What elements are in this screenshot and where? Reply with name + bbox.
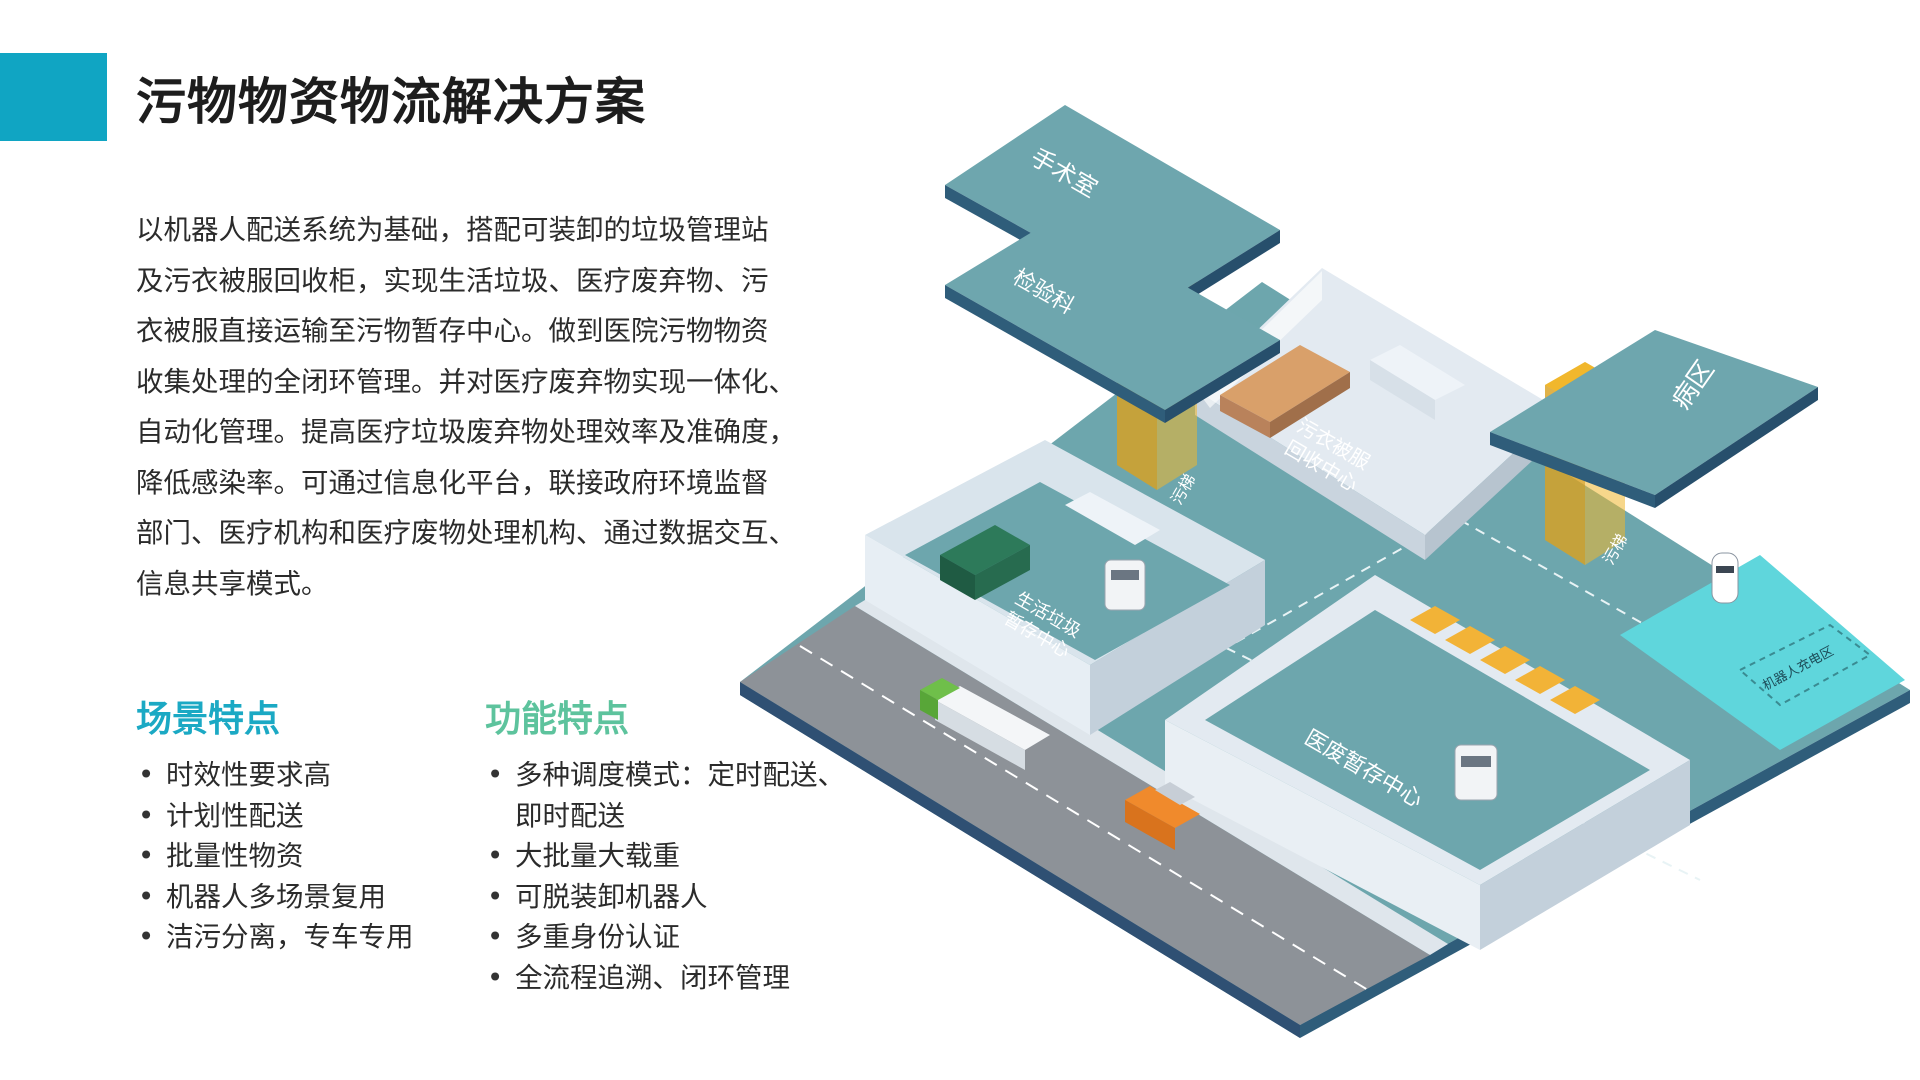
description-paragraph: 以机器人配送系统为基础，搭配可装卸的垃圾管理站 及污衣被服回收柜，实现生活垃圾、… <box>136 205 826 609</box>
laundry-cart-icon <box>1220 345 1465 438</box>
domestic-waste-room-walls <box>865 440 1265 735</box>
list-item: 计划性配送 <box>136 796 414 837</box>
description-line: 衣被服直接运输至污物暂存中心。做到医院污物物资 <box>136 315 769 347</box>
description-line: 自动化管理。提高医疗垃圾废弃物处理效率及准确度， <box>136 416 796 448</box>
list-item: 多种调度模式：定时配送、即时配送 <box>485 755 865 836</box>
list-item: 机器人多场景复用 <box>136 877 414 918</box>
hospital-logistics-isometric-map: 机器人充电区 手术室 检验科 病区 污衣被服 回收中心 <box>740 105 1910 1038</box>
laundry-room-walls <box>1195 268 1560 560</box>
description-line: 以机器人配送系统为基础，搭配可装卸的垃圾管理站 <box>136 214 769 246</box>
function-features-heading: 功能特点 <box>485 699 630 740</box>
description-line: 降低感染率。可通过信息化平台，联接政府环境监督 <box>136 466 769 499</box>
scene-features-heading: 场景特点 <box>136 699 281 740</box>
description-line: 收集处理的全闭环管理。并对医疗废弃物实现一体化、 <box>136 365 796 398</box>
robot-charging-area: 机器人充电区 <box>1620 555 1905 750</box>
list-item: 全流程追溯、闭环管理 <box>485 958 865 999</box>
list-item: 多重身份认证 <box>485 917 865 958</box>
floor-lab: 检验科 <box>945 215 1280 423</box>
list-item: 时效性要求高 <box>136 755 414 796</box>
trash-bin-icon <box>940 492 1160 600</box>
page-title: 污物物资物流解决方案 <box>136 73 646 131</box>
title-accent-bar <box>0 53 107 141</box>
description-line: 信息共享模式。 <box>136 567 329 600</box>
floor-ward: 病区 <box>1490 330 1818 508</box>
medical-waste-room-walls <box>1165 575 1690 950</box>
list-item: 洁污分离，专车专用 <box>136 917 414 958</box>
list-item: 可脱装卸机器人 <box>485 877 865 918</box>
delivery-robot-icon <box>1104 552 1739 801</box>
road <box>740 594 1448 1038</box>
description-line: 部门、医疗机构和医疗废物处理机构、通过数据交互、 <box>136 517 796 549</box>
function-features-list: 多种调度模式：定时配送、即时配送 大批量大载重 可脱装卸机器人 多重身份认证 全… <box>485 755 865 998</box>
waste-cart-icon <box>1410 606 1600 714</box>
list-item: 大批量大载重 <box>485 836 865 877</box>
scene-features-list: 时效性要求高 计划性配送 批量性物资 机器人多场景复用 洁污分离，专车专用 <box>136 755 414 958</box>
list-item: 批量性物资 <box>136 836 414 877</box>
description-line: 及污衣被服回收柜，实现生活垃圾、医疗废弃物、污 <box>136 264 769 297</box>
garbage-truck-icon <box>920 678 1200 850</box>
